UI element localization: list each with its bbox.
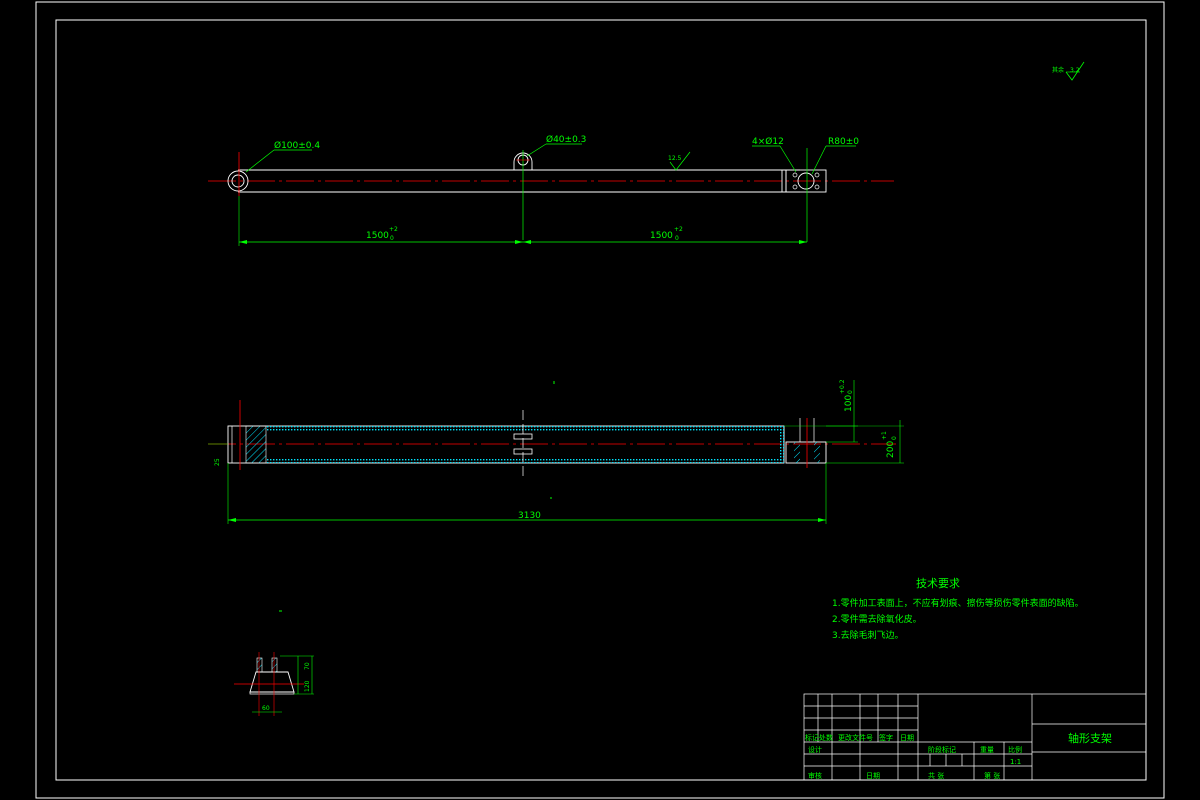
tb-label-doc: 更改文件号 xyxy=(838,733,873,742)
height-small-tol-upper: +0.2 xyxy=(839,379,846,394)
detail-view: 70 120 60 xyxy=(234,652,314,716)
len-left-tol-upper: +2 xyxy=(389,226,398,233)
len-right-tol-lower: 0 xyxy=(675,235,679,242)
outer-frame xyxy=(35,1,1165,799)
tech-item-3: 3.去除毛刺飞边。 xyxy=(832,629,904,641)
tb-label-approve: 日期 xyxy=(866,772,880,780)
front-view: 100 +0.2 0 200 +1 0 25 3130 xyxy=(208,379,904,524)
inner-border xyxy=(55,19,1147,781)
tech-item-1: 1.零件加工表面上，不应有划痕、擦伤等损伤零件表面的缺陷。 xyxy=(832,597,1084,609)
left-bore xyxy=(227,170,249,192)
height-large-tol-lower: 0 xyxy=(891,436,898,440)
tb-label-date: 日期 xyxy=(900,734,914,742)
roughness-top: 12.5 xyxy=(668,155,682,162)
len-left-tol-lower: 0 xyxy=(390,235,394,242)
side-dim-label: 25 xyxy=(214,458,221,466)
roughness-corner-value: 3.2 xyxy=(1070,67,1080,74)
holes-label: 4×Ø12 xyxy=(752,136,784,147)
height-small-tol-lower: 0 xyxy=(847,390,854,394)
len-left-value: 1500 xyxy=(366,231,389,241)
detail-dim-60: 60 xyxy=(262,705,270,712)
tb-label-check: 审核 xyxy=(808,771,822,780)
len-right-value: 1500 xyxy=(650,231,673,241)
radius-label: R80±0 xyxy=(828,137,859,147)
tb-label-design: 设计 xyxy=(808,745,822,754)
height-large-value: 200 xyxy=(886,441,896,458)
tb-label-count: 处数 xyxy=(819,733,833,742)
tech-requirements: 技术要求 1.零件加工表面上，不应有划痕、擦伤等损伤零件表面的缺陷。 2.零件需… xyxy=(832,577,1084,641)
height-small-value: 100 xyxy=(844,395,854,412)
tech-title: 技术要求 xyxy=(916,577,960,590)
dia-left-label: Ø100±0.4 xyxy=(274,140,320,151)
title-block xyxy=(803,693,1147,781)
right-flange xyxy=(785,169,827,193)
dia-mid-label: Ø40±0.3 xyxy=(546,134,586,145)
tb-sheet-no: 第 张 xyxy=(984,771,1000,780)
tb-label-sign: 签字 xyxy=(879,733,893,742)
tech-item-2: 2.零件需去除氧化皮。 xyxy=(832,613,922,625)
roughness-corner: 其余 3.2 xyxy=(1052,61,1085,81)
len-right-tol-upper: +2 xyxy=(674,226,683,233)
title-block-text: 标记 处数 更改文件号 签字 日期 设计 审核 日期 阶段标记 重量 比例 1:… xyxy=(805,731,1112,780)
tb-part-name: 轴形支架 xyxy=(1068,731,1112,745)
tb-scale-value: 1:1 xyxy=(1010,758,1021,766)
top-view: Ø100±0.4 Ø40±0.3 4×Ø12 R80±0 12.5 1500 +… xyxy=(208,134,894,246)
roughness-corner-label: 其余 xyxy=(1052,66,1064,74)
overall-length-value: 3130 xyxy=(518,511,541,521)
tb-label-mark: 标记 xyxy=(805,733,819,742)
height-large-tol-upper: +1 xyxy=(881,431,888,440)
tb-stage-label: 阶段标记 xyxy=(928,745,956,754)
roughness-symbol-icon xyxy=(1065,61,1085,81)
tb-scale-label: 比例 xyxy=(1008,745,1022,754)
tb-weight-label: 重量 xyxy=(980,746,994,754)
tb-sheets-total: 共 张 xyxy=(928,771,944,780)
roughness-icon xyxy=(669,151,691,171)
detail-dim-120: 120 xyxy=(304,680,311,692)
detail-dim-70: 70 xyxy=(304,662,311,670)
